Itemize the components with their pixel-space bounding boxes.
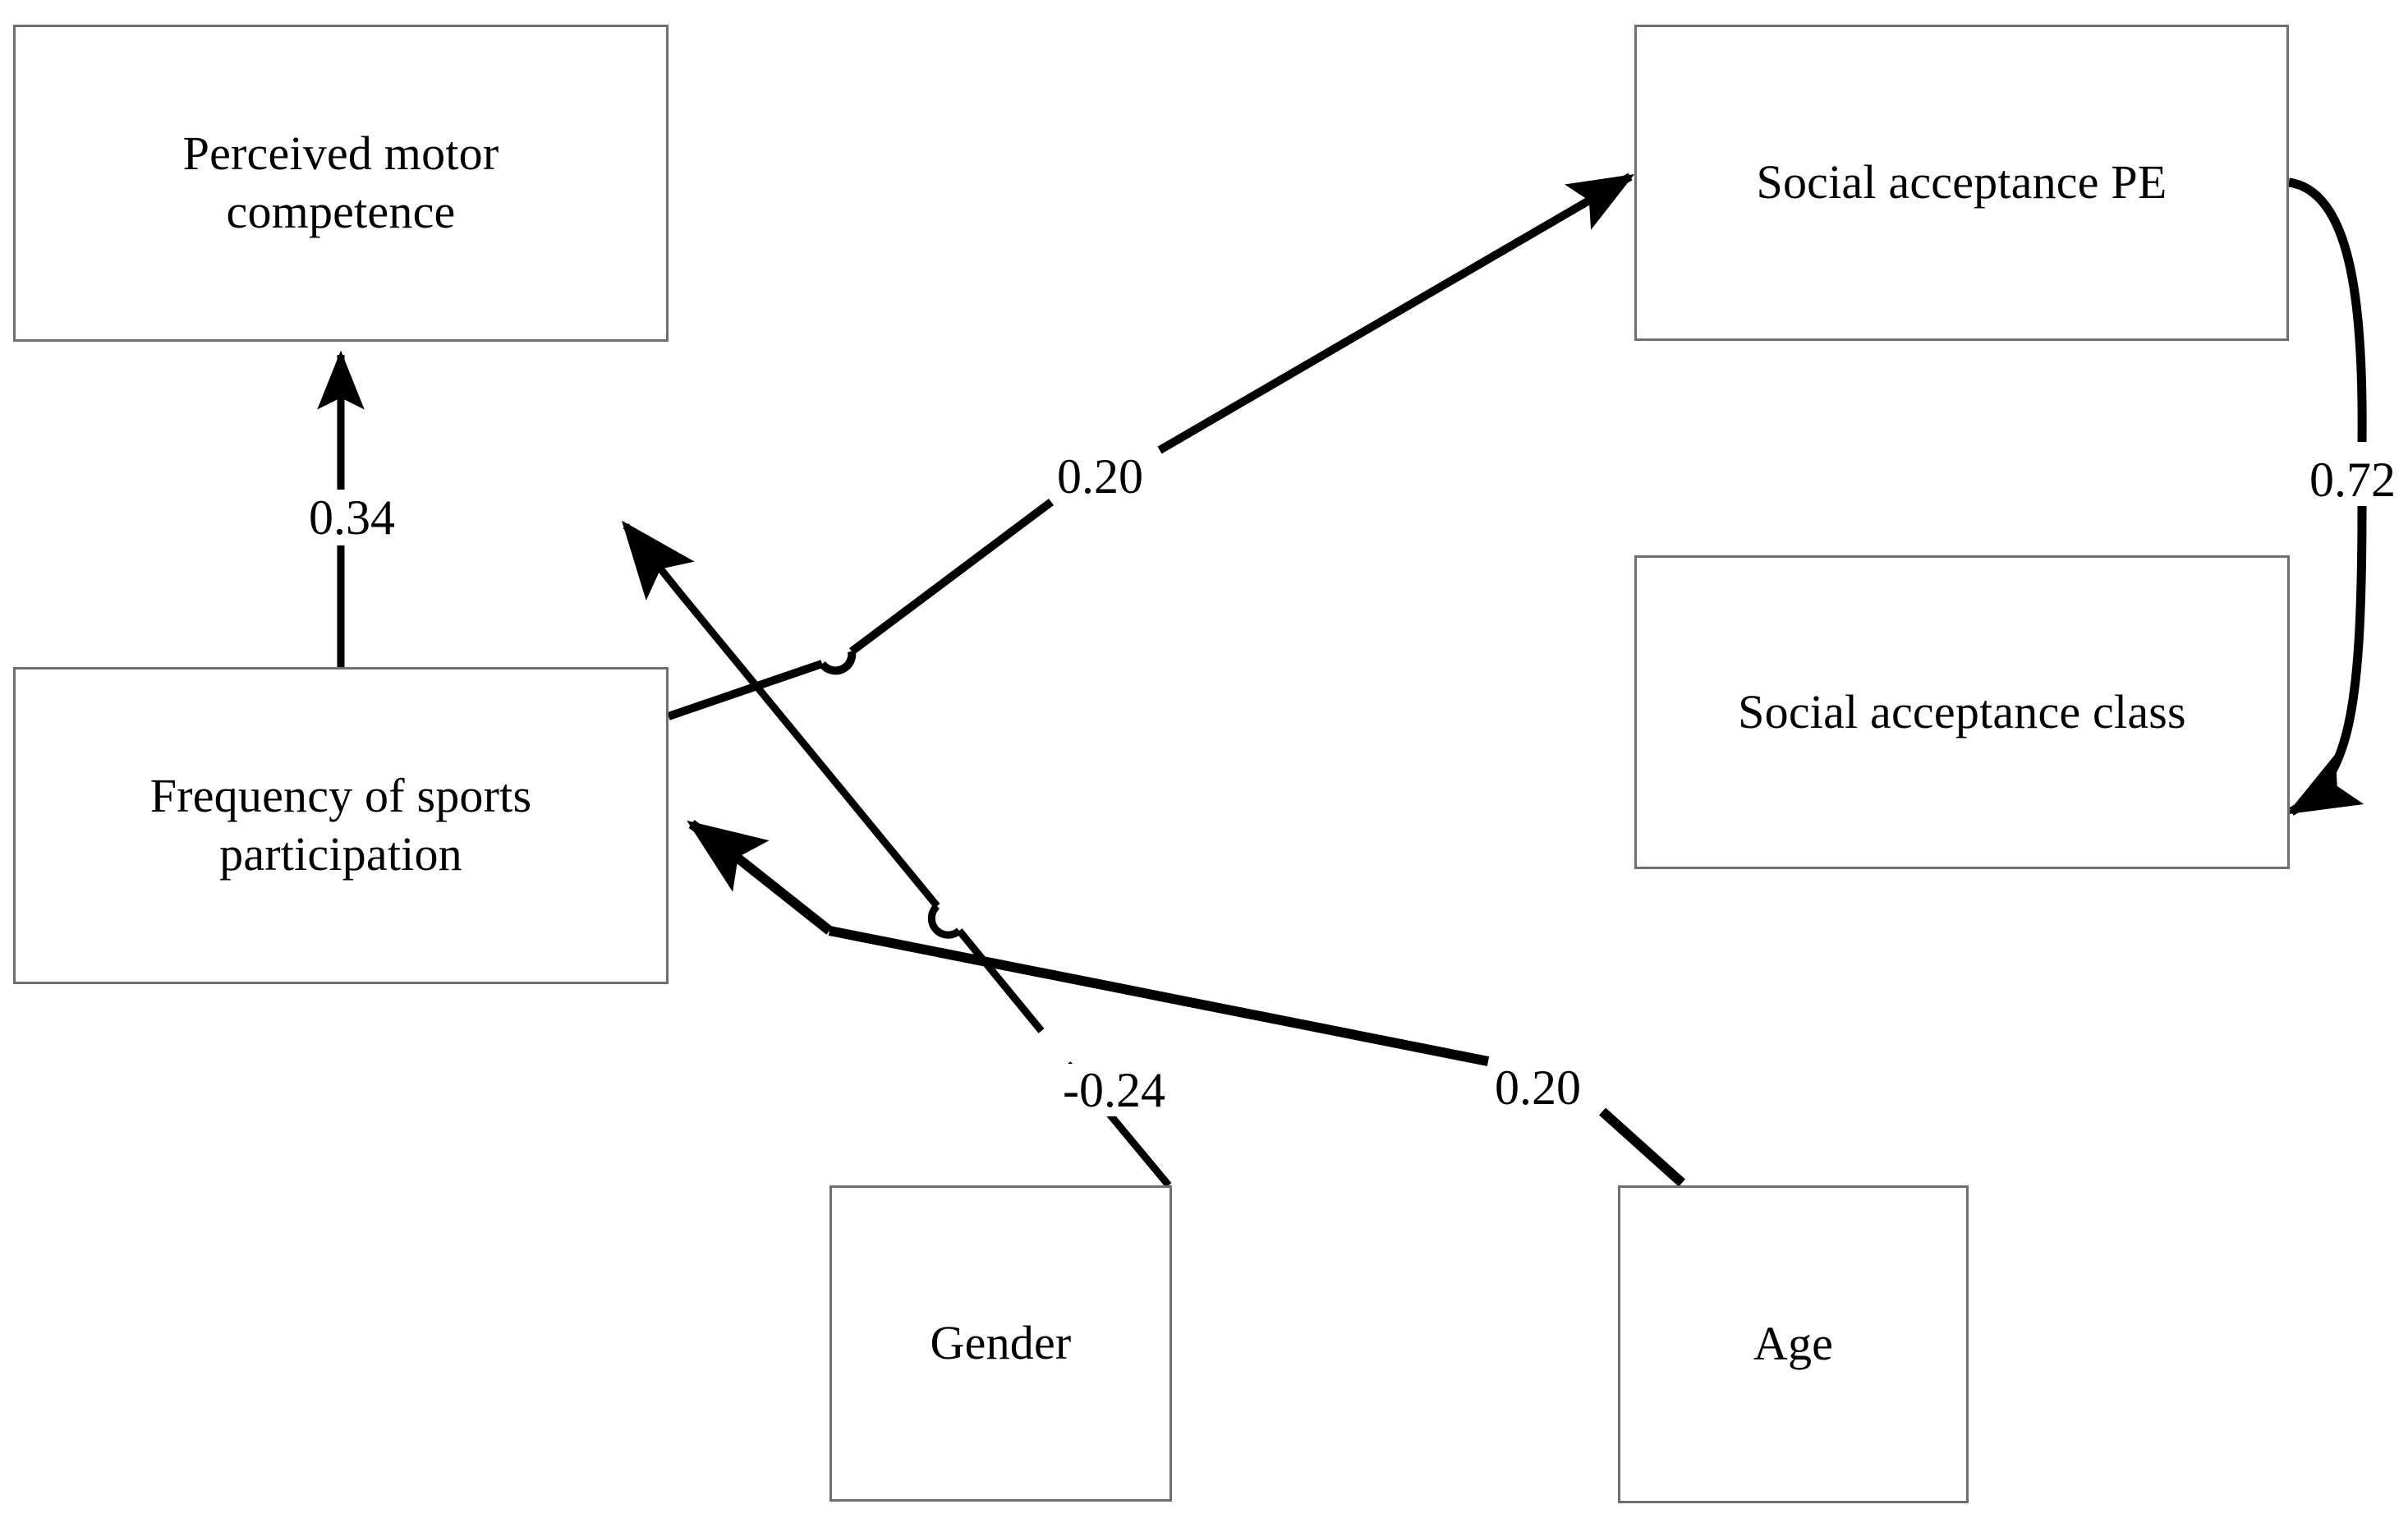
- node-social-acceptance-pe[interactable]: Social acceptance PE: [1634, 25, 2289, 341]
- edge-label-freq-to-sa-pe: 0.20: [1052, 450, 1148, 503]
- node-label-perceived-motor-competence: Perceived motor competence: [182, 127, 499, 238]
- edge-label-sa-pe-to-sa-class: 0.72: [2305, 453, 2401, 506]
- edge-label-gender-to-pmc: -0.24: [1058, 1064, 1170, 1116]
- edge-label-freq-to-pmc: 0.34: [304, 491, 400, 544]
- edge-freq-to-sa-pe: [667, 173, 1635, 720]
- edge-sa-pe-to-sa-class: [2286, 177, 2367, 816]
- line-hop-bridge-lower: [927, 903, 963, 939]
- node-label-social-acceptance-class: Social acceptance class: [1738, 684, 2186, 738]
- node-age[interactable]: Age: [1618, 1185, 1969, 1503]
- node-label-gender: Gender: [930, 1316, 1072, 1370]
- node-label-social-acceptance-pe: Social acceptance PE: [1756, 155, 2167, 209]
- node-label-age: Age: [1753, 1317, 1834, 1371]
- node-label-frequency-of-sports-participation: Frequency of sports participation: [149, 769, 532, 881]
- line-hop-bridge-upper: [818, 651, 857, 675]
- node-social-acceptance-class[interactable]: Social acceptance class: [1634, 555, 2290, 869]
- edge-age-to-freq: [687, 820, 1686, 1187]
- edge-gender-to-pmc: [621, 520, 1172, 1188]
- node-frequency-of-sports-participation[interactable]: Frequency of sports participation: [13, 667, 669, 984]
- node-gender[interactable]: Gender: [829, 1185, 1172, 1502]
- node-perceived-motor-competence[interactable]: Perceived motor competence: [13, 25, 669, 342]
- edge-label-age-to-freq: 0.20: [1490, 1061, 1586, 1114]
